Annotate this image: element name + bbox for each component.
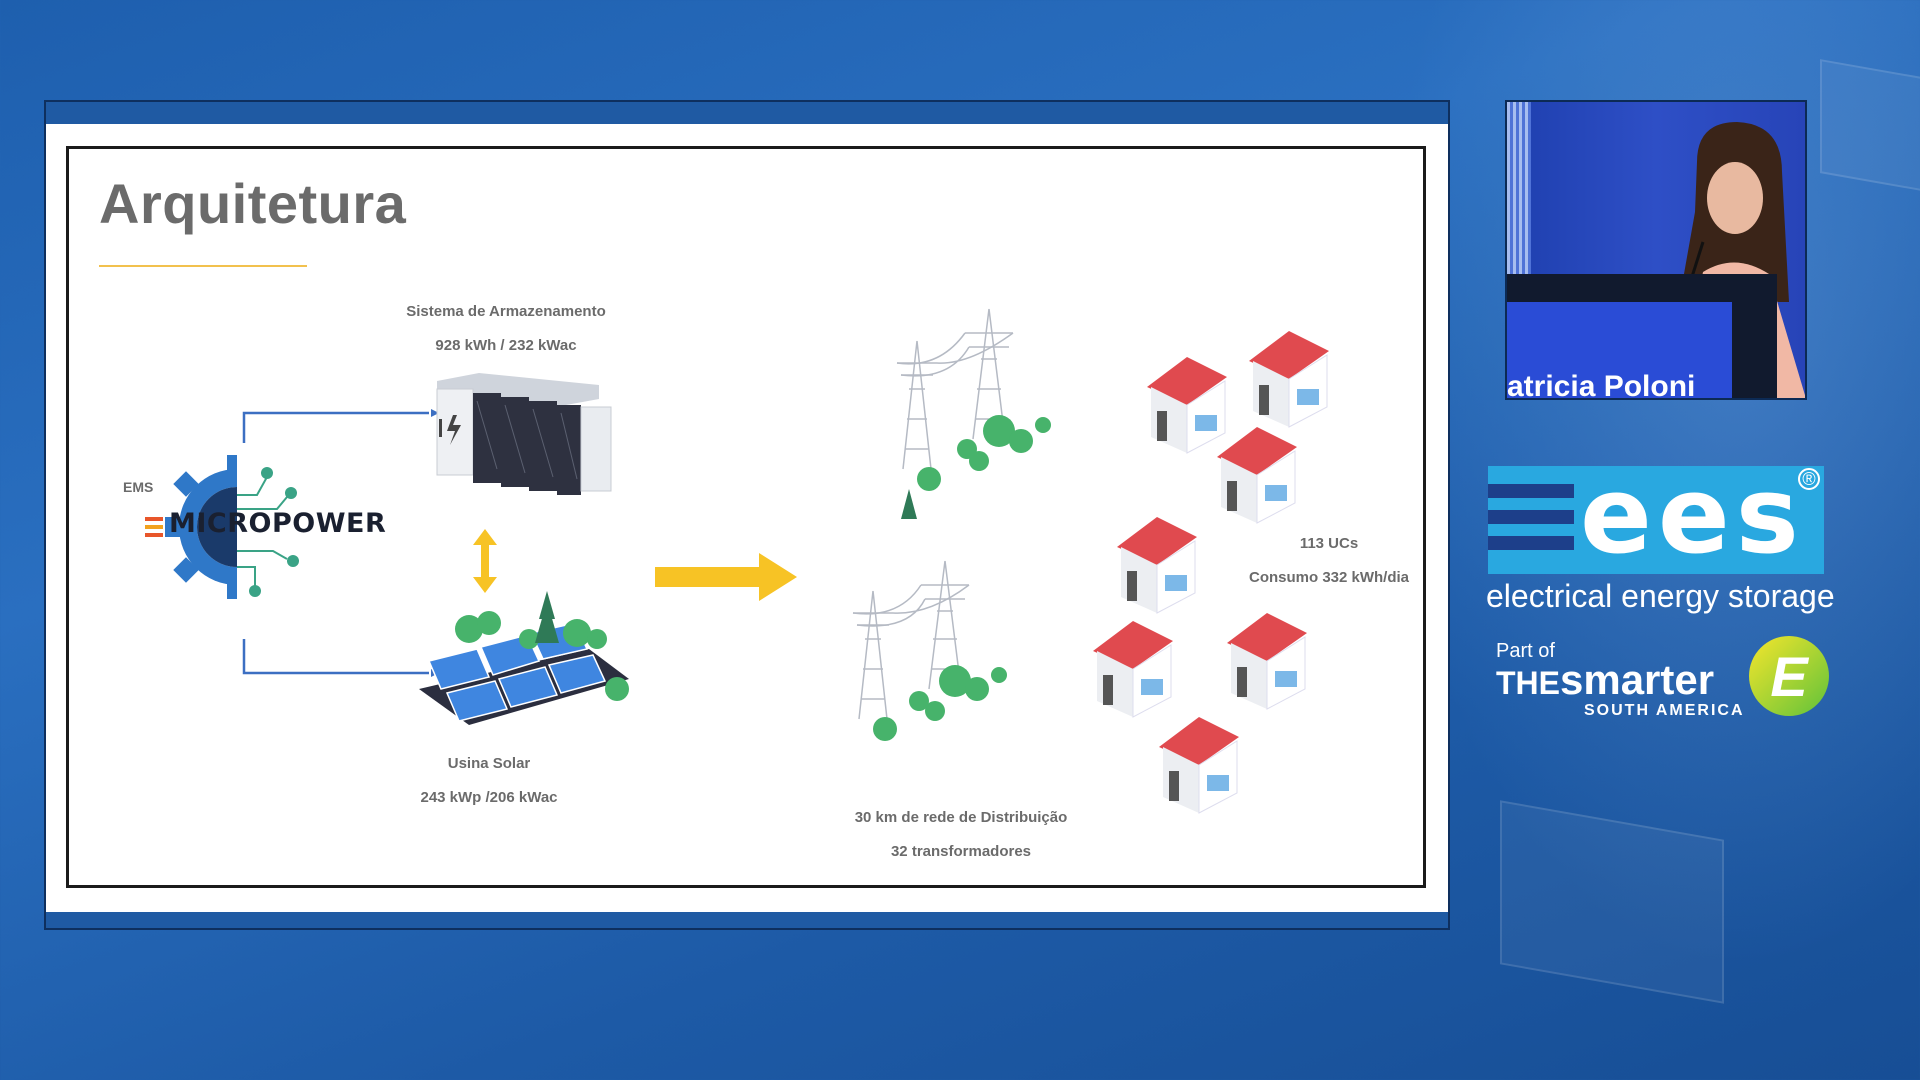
transmission-tower-icon [852, 560, 970, 720]
transmission-tower-icon [896, 308, 1014, 470]
title-underline [99, 265, 307, 267]
podium-screen [1507, 302, 1732, 398]
arrowhead-storage [431, 409, 439, 417]
architecture-diagram [145, 308, 1329, 814]
ems-label: EMS [123, 479, 154, 495]
background-screen [1507, 102, 1531, 282]
slide-content: Arquitetura [66, 146, 1426, 888]
tree-icon [917, 415, 1051, 491]
right-arrow-icon [655, 553, 797, 601]
micropower-logo: MICROPOWER [169, 508, 387, 539]
ees-subtitle: electrical energy storage [1486, 578, 1835, 614]
slide-bottom-bar [46, 912, 1448, 928]
ees-logo-lines [1488, 484, 1574, 562]
smarter-e-badge-icon: E [1749, 636, 1829, 716]
ees-logo: ees ® [1488, 454, 1824, 577]
registered-icon: ® [1798, 468, 1820, 490]
gear-icon [165, 447, 317, 607]
speaker-name: atricia Poloni [1507, 370, 1696, 400]
solar-panel-icon [419, 591, 629, 725]
grid-line1: 30 km de rede de Distribuição [854, 809, 1068, 826]
solar-spec: 243 kWp /206 kWac [420, 789, 558, 806]
slide-top-bar [46, 102, 1448, 124]
ucs-consumption: Consumo 332 kWh/dia [1248, 569, 1410, 586]
storage-spec: 928 kWh / 232 kWac [435, 337, 577, 354]
slide-frame: Arquitetura [44, 100, 1450, 930]
battery-cabinet-icon [436, 373, 612, 495]
south-america-label: SOUTH AMERICA [1584, 702, 1745, 719]
storage-title: Sistema de Armazenamento [406, 303, 606, 320]
smarter-logo-word: smarter [1560, 656, 1715, 703]
tree-icon [873, 665, 1007, 741]
e-letter: E [1770, 645, 1809, 708]
speaker-video: atricia Poloni [1505, 100, 1807, 400]
part-of-label: Part of [1496, 640, 1555, 662]
house-icon [1093, 331, 1329, 814]
micropower-logo-mark [145, 517, 163, 537]
ucs-count: 113 UCs [1299, 535, 1359, 552]
slide-title: Arquitetura [99, 172, 407, 235]
smarter-logo-the: THE [1496, 665, 1560, 701]
ees-logo-text: ees [1580, 454, 1805, 577]
ems-connector-lines [242, 411, 429, 675]
tree-icon [901, 489, 917, 519]
double-arrow-icon [473, 529, 497, 593]
solar-title: Usina Solar [447, 755, 531, 772]
grid-line2: 32 transformadores [890, 843, 1032, 860]
smarter-logo: THEsmarter [1496, 656, 1714, 704]
background-panel [1820, 59, 1920, 195]
